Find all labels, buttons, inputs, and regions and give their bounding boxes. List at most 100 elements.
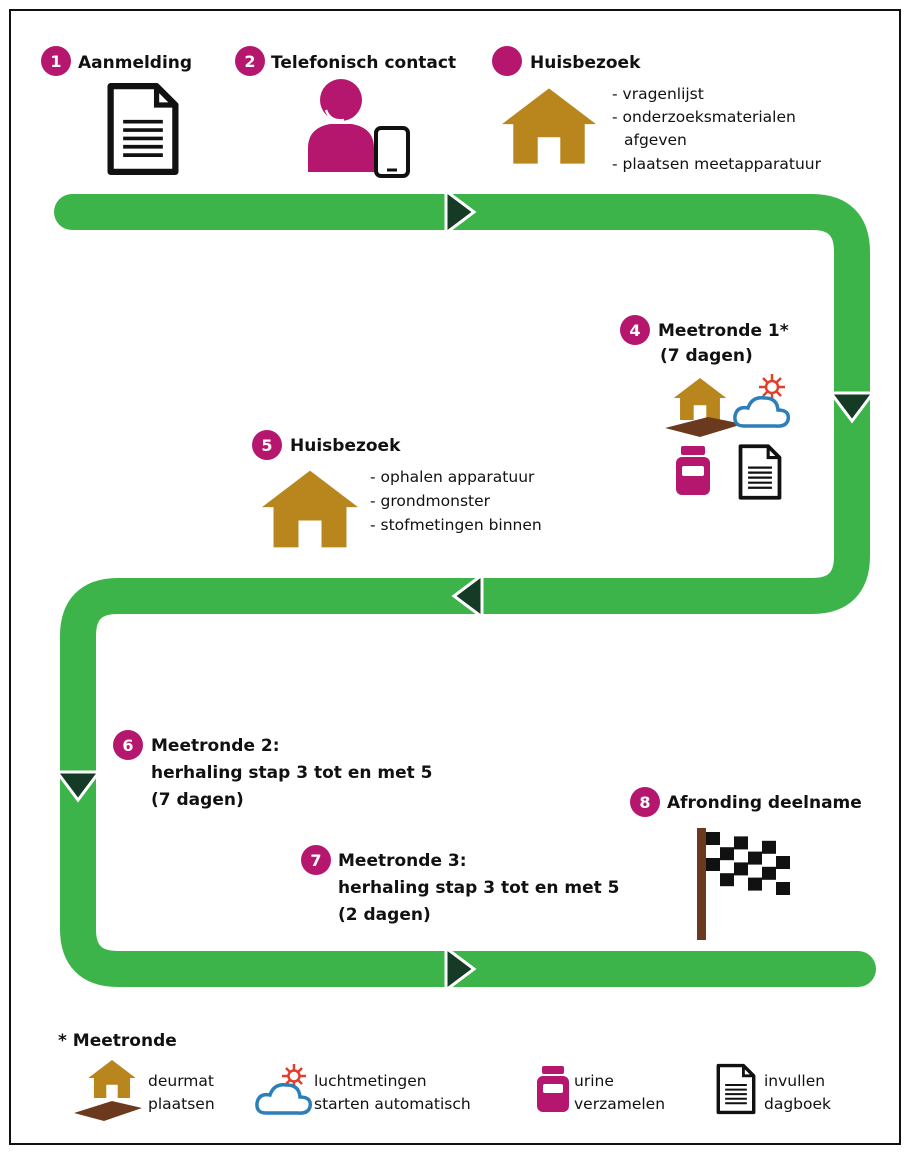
- legend-item-air: luchtmetingen starten automatisch: [255, 1064, 471, 1115]
- step-3: Huisbezoek - vragenlijst - onderzoeksmat…: [492, 46, 822, 173]
- step-4-badge: [620, 315, 650, 345]
- legend-item-diary: invullen dagboek: [716, 1063, 831, 1115]
- agent-head-shape: [320, 79, 362, 121]
- step-7-number: 7: [310, 851, 321, 870]
- flag-check-cell: [734, 862, 748, 876]
- flag-checks-shape: [706, 832, 790, 895]
- step-3-bullet: - vragenlijst: [612, 85, 704, 103]
- step-2-title: Telefonisch contact: [271, 53, 456, 73]
- step-3-title: Huisbezoek: [530, 53, 641, 73]
- cloud-shape: [255, 1082, 313, 1115]
- arrow-down-icon: [828, 391, 876, 424]
- step-1-badge: [41, 46, 71, 76]
- headset-mic-shape: [324, 109, 345, 122]
- jar-lid-shape: [681, 446, 705, 455]
- step-2-badge: [235, 46, 265, 76]
- flag-check-cell: [720, 873, 734, 887]
- legend-item-label: starten automatisch: [314, 1095, 471, 1113]
- step-5-bullet: - stofmetingen binnen: [370, 516, 542, 534]
- step-4-title: Meetronde 1*: [658, 321, 789, 341]
- legend-item-label: urine: [574, 1072, 614, 1090]
- sun-shape: [764, 379, 780, 395]
- legend-item-label: invullen: [764, 1072, 825, 1090]
- step-5-number: 5: [261, 436, 272, 455]
- legend-item-label: dagboek: [764, 1095, 831, 1113]
- step-2-number: 2: [244, 52, 255, 71]
- step-5-badge: [252, 430, 282, 460]
- step-4-subtitle: (7 dagen): [660, 346, 753, 366]
- step-6-duration: (7 dagen): [151, 790, 244, 810]
- step-7-badge: [301, 845, 331, 875]
- step-7-title: Meetronde 3:: [338, 851, 467, 871]
- flag-check-cell: [748, 877, 762, 891]
- step-5-bullet: - grondmonster: [370, 492, 491, 510]
- step-1: 1 Aanmelding: [41, 46, 192, 172]
- legend-item-label: verzamelen: [574, 1095, 665, 1113]
- legend-item-urine: urine verzamelen: [537, 1066, 665, 1113]
- step-8-title: Afronding deelname: [667, 793, 862, 813]
- step-7-duration: (2 dagen): [338, 905, 431, 925]
- arrow-right-icon: [444, 188, 477, 236]
- step-5-title: Huisbezoek: [290, 436, 401, 456]
- phone-shape: [374, 126, 410, 178]
- cloud-sun-icon: [733, 374, 791, 428]
- step-8-number: 8: [639, 793, 650, 812]
- urine-jar-icon: [676, 446, 710, 495]
- doormat-house-icon: [665, 378, 743, 437]
- urine-jar-icon: [537, 1076, 569, 1112]
- jar-label-shape: [682, 466, 704, 476]
- step-2: 2 Telefonisch contact: [235, 46, 456, 178]
- legend-item-doormat: deurmat plaatsen: [74, 1060, 215, 1121]
- flag-check-cell: [762, 866, 776, 880]
- flag-check-cell: [762, 840, 776, 854]
- step-7-detail: herhaling stap 3 tot en met 5: [338, 878, 620, 898]
- diary-icon: [716, 1063, 756, 1115]
- step-6-number: 6: [122, 736, 133, 755]
- arrow-down-icon: [54, 770, 102, 803]
- flag-check-cell: [776, 856, 790, 869]
- flag-check-cell: [706, 858, 720, 871]
- flag-check-cell: [734, 836, 748, 850]
- doormat-shape: [74, 1101, 142, 1121]
- step-6-detail: herhaling stap 3 tot en met 5: [151, 763, 433, 783]
- step-5-bullet: - ophalen apparatuur: [370, 468, 535, 486]
- step-3-bullet: - onderzoeksmaterialen: [612, 108, 796, 126]
- flag-check-cell: [776, 882, 790, 895]
- arrow-right-icon: [444, 945, 477, 993]
- step-3-bullet: afgeven: [624, 131, 687, 149]
- legend-item-label: deurmat: [148, 1072, 214, 1090]
- step-8: 8 Afronding deelname: [630, 787, 862, 940]
- step-4: 4 Meetronde 1* (7 dagen): [620, 315, 791, 500]
- step-5: 5 Huisbezoek - ophalen apparatuur - gron…: [252, 430, 542, 548]
- cloud-sun-icon: [287, 1069, 301, 1083]
- step-6-badge: [113, 730, 143, 760]
- step-8-badge: [630, 787, 660, 817]
- document-icon: [111, 86, 176, 172]
- arrow-left-icon: [451, 572, 484, 620]
- step-1-title: Aanmelding: [78, 53, 192, 73]
- diary-icon: [738, 444, 782, 500]
- legend-title: * Meetronde: [58, 1031, 177, 1051]
- cloud-shape: [733, 395, 791, 428]
- step-6-title: Meetronde 2:: [151, 736, 280, 756]
- flag-check-cell: [706, 832, 720, 845]
- step-3-bullet: - plaatsen meetapparatuur: [612, 155, 822, 173]
- headset-band-shape: [316, 72, 366, 105]
- flag-pole-shape: [697, 828, 706, 940]
- step-4-number: 4: [629, 321, 640, 340]
- flag-check-cell: [748, 851, 762, 865]
- legend: * Meetronde deurmat plaatsen luchtmeting…: [58, 1031, 831, 1121]
- flag-check-cell: [720, 847, 734, 861]
- jar-lid-shape: [542, 1066, 564, 1074]
- phone-agent-icon: [308, 72, 410, 178]
- doormat-shape: [665, 417, 743, 437]
- step-6: 6 Meetronde 2: herhaling stap 3 tot en m…: [113, 730, 433, 810]
- step-1-number: 1: [50, 52, 61, 71]
- step-7: 7 Meetronde 3: herhaling stap 3 tot en m…: [301, 845, 620, 925]
- legend-item-label: plaatsen: [148, 1095, 215, 1113]
- checkered-flag-icon: [697, 828, 790, 940]
- step-3-badge: [492, 46, 522, 76]
- legend-item-label: luchtmetingen: [314, 1072, 427, 1090]
